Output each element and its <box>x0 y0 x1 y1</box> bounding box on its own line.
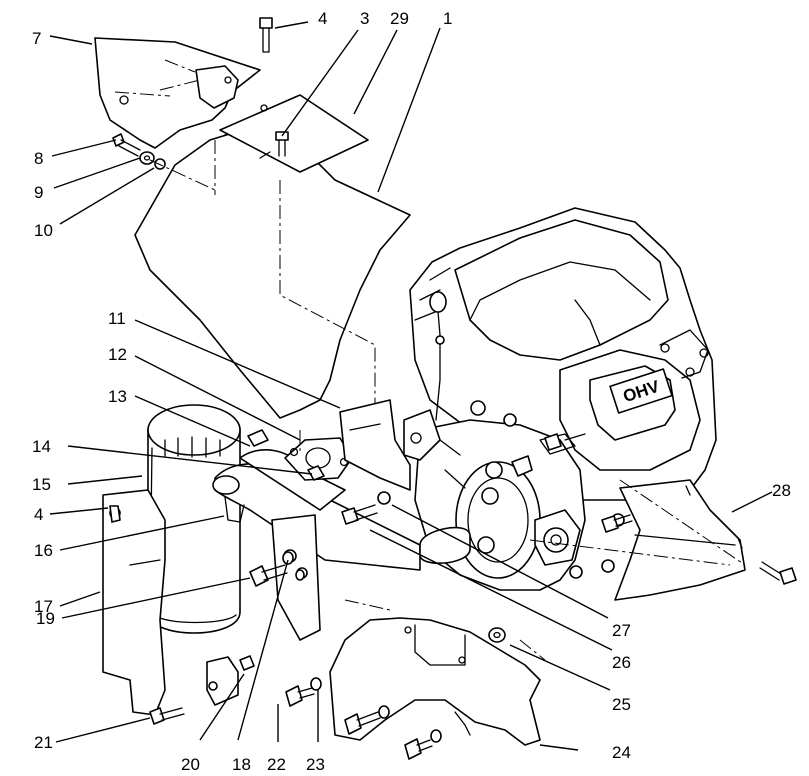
side-shield <box>614 479 746 601</box>
callout-28: 28 <box>772 481 791 500</box>
callout-9: 9 <box>34 183 43 202</box>
exhaust-pipe <box>212 449 421 571</box>
callout-25: 25 <box>612 695 631 714</box>
callout-21: 21 <box>34 733 53 752</box>
callout-13: 13 <box>108 387 127 406</box>
callout-26: 26 <box>612 653 631 672</box>
callout-19: 19 <box>36 609 55 628</box>
callout-7: 7 <box>32 29 41 48</box>
callout-29: 29 <box>390 9 409 28</box>
callout-labels: 1 3 4 4 7 8 9 10 11 12 13 14 15 16 17 18… <box>32 9 791 774</box>
callout-15: 15 <box>32 475 51 494</box>
muffler <box>147 404 241 634</box>
callout-23: 23 <box>306 755 325 774</box>
callout-3: 3 <box>360 9 369 28</box>
lower-heat-shield <box>329 599 546 746</box>
callout-18: 18 <box>232 755 251 774</box>
upper-bracket <box>94 37 268 149</box>
callout-8: 8 <box>34 149 43 168</box>
callout-16: 16 <box>34 541 53 560</box>
callout-24: 24 <box>612 743 631 762</box>
callout-1: 1 <box>443 9 452 28</box>
callout-4-left: 4 <box>34 505 43 524</box>
callout-10: 10 <box>34 221 53 240</box>
port-bracket <box>339 399 411 491</box>
callout-20: 20 <box>181 755 200 774</box>
callout-12: 12 <box>108 345 127 364</box>
leader-lines <box>49 21 773 751</box>
callout-14: 14 <box>32 437 51 456</box>
callout-27: 27 <box>612 621 631 640</box>
callout-22: 22 <box>267 755 286 774</box>
hardware <box>109 17 797 760</box>
heat-shield <box>134 111 411 430</box>
callout-4-top: 4 <box>318 9 327 28</box>
engine-assembly: OHV <box>403 207 717 591</box>
top-cover-plate <box>219 94 369 173</box>
callout-17: 17 <box>34 597 53 616</box>
callout-11: 11 <box>108 309 126 328</box>
